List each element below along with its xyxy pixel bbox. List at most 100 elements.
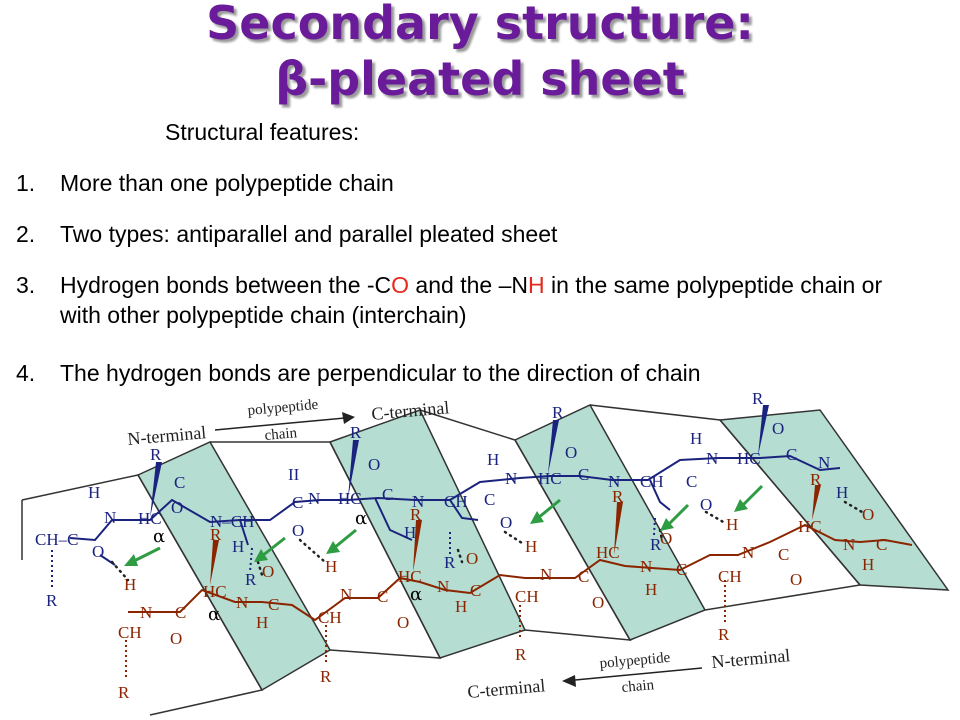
atom-label: C	[175, 603, 186, 622]
r-wedge-up	[413, 520, 422, 572]
atom-label: O	[466, 549, 478, 568]
atom-label: C	[778, 545, 789, 564]
shaded-panel-1	[136, 441, 332, 692]
atom-label: H	[232, 537, 244, 556]
r-wedge-up	[758, 405, 769, 456]
atom-label: O	[772, 419, 784, 438]
r-wedge-up	[614, 502, 623, 555]
atom-label: CH	[118, 623, 142, 642]
feature-number: 2.	[16, 221, 36, 247]
atom-label: O	[700, 495, 712, 514]
atom-label: R	[444, 553, 456, 572]
r-wedge-up	[812, 485, 821, 520]
bottom-arrow-line	[574, 667, 703, 681]
green-arrow-line	[333, 528, 357, 550]
atom-label: C	[676, 560, 687, 579]
green-arrow-head	[254, 549, 268, 562]
atom-label: HC	[138, 509, 162, 528]
atom-label: HC	[538, 469, 562, 488]
atom-label: O	[660, 529, 672, 548]
feature-item-2: 2. Two types: antiparallel and parallel …	[16, 219, 920, 249]
atom-label: CH	[515, 587, 539, 606]
green-arrow-line	[666, 503, 690, 527]
atom-label: N	[608, 472, 620, 491]
subtitle: Structural features:	[165, 119, 360, 145]
atom-label: N	[540, 565, 552, 584]
atom-label: C	[578, 567, 589, 586]
atom-label: O	[92, 542, 104, 561]
h-bond-dots	[658, 528, 664, 542]
upper-chain-path	[69, 454, 841, 542]
feature-text: Hydrogen bonds between the -CO and the –…	[60, 270, 920, 330]
atom-label: C	[382, 485, 393, 504]
atom-label: CH	[444, 492, 468, 511]
feature-text-part: and the –N	[409, 272, 528, 298]
r-hash-down	[249, 547, 253, 573]
atom-label: C	[268, 595, 279, 614]
feature-text-part-highlight: H	[527, 272, 545, 298]
green-arrows	[124, 484, 764, 566]
atom-label: R	[612, 487, 624, 506]
alpha-marker: α	[355, 508, 367, 529]
atom-label: H	[645, 580, 657, 599]
green-arrow-head	[124, 554, 138, 566]
h-bond-dots	[503, 530, 527, 547]
atom-label: O	[500, 513, 512, 532]
top-arrow-head	[342, 412, 355, 424]
atom-label: HC	[737, 449, 761, 468]
feature-text-part: Hydrogen bonds between the -C	[60, 272, 392, 298]
atom-label: H	[726, 515, 738, 534]
atom-label: HC	[798, 517, 822, 536]
lower-chain-path	[128, 523, 913, 622]
top-c-terminal: C-terminal	[371, 397, 450, 424]
atom-label: H	[836, 483, 848, 502]
bottom-n-terminal: N-terminal	[711, 645, 791, 672]
atom-label: H	[862, 555, 874, 574]
green-arrow-line	[537, 498, 561, 520]
atom-label: R	[46, 591, 58, 610]
atom-label: H	[525, 537, 537, 556]
atom-label: N	[308, 489, 320, 508]
upper-chain-backbone	[69, 454, 841, 566]
atom-label: CH	[640, 472, 664, 491]
atom-label: O	[292, 521, 304, 540]
bottom-arrow-label-1: polypeptide	[599, 650, 671, 672]
top-arrow-label-2: chain	[264, 425, 298, 444]
atom-label: O	[368, 455, 380, 474]
atom-label: C	[292, 493, 303, 512]
alpha-marker: α	[410, 584, 422, 605]
feature-text: Two types: antiparallel and parallel ple…	[60, 219, 920, 249]
feature-text-part: More than one polypeptide chain	[60, 170, 394, 196]
top-arrow-line	[214, 417, 346, 431]
hydrogen-bonds	[110, 500, 864, 582]
atom-label: N	[412, 492, 424, 511]
atom-label: O	[170, 629, 182, 648]
shaded-panel-4	[718, 409, 950, 591]
alpha-marker: α	[153, 526, 165, 547]
green-arrow-head	[326, 541, 340, 554]
sheet-panels-shaded	[136, 404, 950, 692]
lower-r-groups-hashed	[125, 580, 726, 680]
atom-label: R	[552, 403, 564, 422]
title-line-2-text: -pleated sheet	[308, 52, 685, 106]
atom-label: N	[505, 469, 517, 488]
atom-label: R	[320, 667, 332, 686]
lower-chain-backbone	[128, 523, 913, 622]
atom-label: H	[88, 483, 100, 502]
feature-text-part-highlight: O	[391, 272, 410, 298]
feature-text-part: Two types: antiparallel and parallel ple…	[60, 221, 558, 247]
upper-chain-lower-strand	[99, 479, 671, 566]
atom-label: N	[340, 585, 352, 604]
atom-label: H	[455, 597, 467, 616]
atom-label: C	[377, 587, 388, 606]
top-arrow-label-1: polypeptide	[247, 397, 319, 419]
atom-label: H	[404, 523, 416, 542]
upper-r-groups	[150, 405, 769, 518]
atom-label: O	[790, 570, 802, 589]
atom-label: HC	[596, 543, 620, 562]
beta-symbol: β	[275, 52, 309, 106]
outline-panel-c	[589, 404, 862, 611]
feature-item-4: 4. The hydrogen bonds are perpendicular …	[16, 358, 920, 388]
outline-panel-a	[210, 441, 442, 659]
feature-number: 4.	[16, 360, 36, 386]
